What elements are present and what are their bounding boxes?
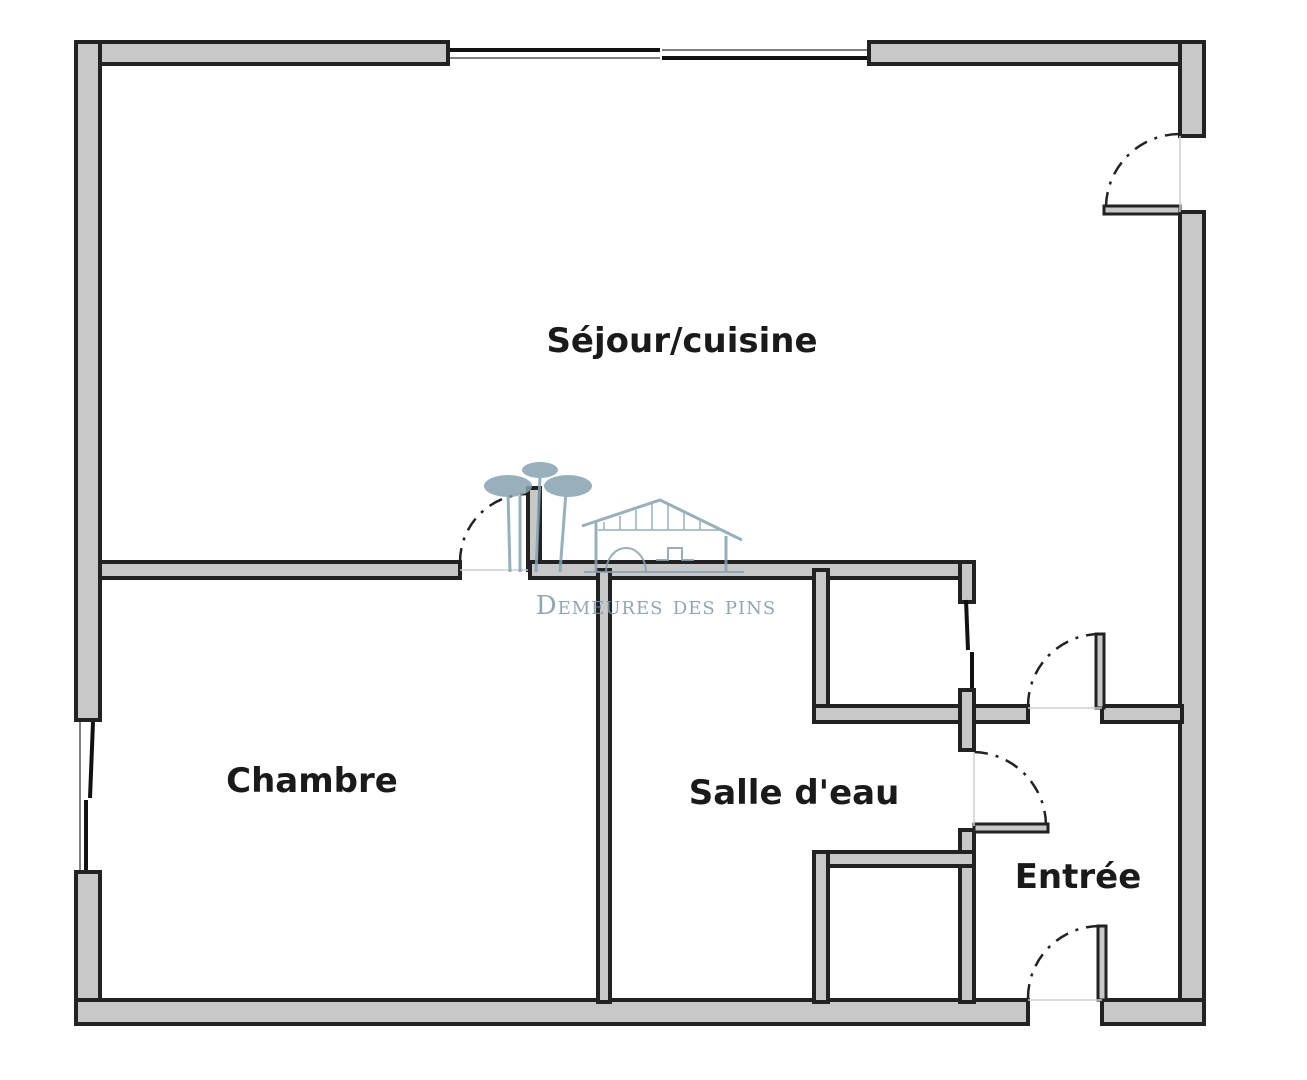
wall-top-right — [867, 40, 1206, 66]
label-chambre: Chambre — [226, 761, 398, 801]
door-leaf-main — [1102, 204, 1182, 216]
wall-chambre-sde — [596, 568, 612, 1004]
watermark-logo: Demeures des pins — [484, 462, 776, 621]
door-leaf-entree — [1094, 632, 1106, 710]
window-left-a — [88, 721, 95, 799]
wall-shower-top — [812, 850, 976, 868]
label-entree: Entrée — [1015, 857, 1142, 897]
wall-placard-bottom — [812, 704, 1030, 724]
wall-right-lower — [1178, 210, 1206, 1026]
wall-right-upper — [1178, 40, 1206, 138]
door-leaf-front — [1096, 924, 1108, 1002]
wall-entree-right-stub — [1100, 704, 1184, 724]
label-salle-deau: Salle d'eau — [689, 773, 900, 813]
wall-left-upper — [74, 40, 102, 722]
label-sejour-cuisine: Séjour/cuisine — [546, 321, 817, 361]
outer-walls — [74, 40, 1206, 1026]
wall-top-left — [74, 40, 450, 66]
door-swing-chambre — [458, 492, 529, 563]
pine-trees-icon — [484, 462, 592, 573]
house-icon — [581, 498, 744, 573]
wall-placard-left — [812, 568, 830, 722]
interior-walls — [98, 486, 1184, 1004]
wall-shower-left — [812, 850, 830, 1004]
door-leaf-sde — [972, 822, 1050, 834]
wall-bottom-right — [1100, 998, 1206, 1026]
wall-placard-right — [958, 560, 976, 604]
door-swing-front — [1026, 924, 1101, 999]
placard-door-a — [964, 599, 970, 651]
windows — [79, 48, 867, 870]
room-labels: Séjour/cuisine Chambre Salle d'eau Entré… — [225, 320, 1143, 899]
door-swing-main — [1104, 132, 1181, 207]
door-swing-sde — [973, 750, 1048, 827]
wall-bottom-left — [74, 998, 1030, 1026]
wall-chambre-top — [98, 560, 462, 580]
watermark-brand: Demeures des pins — [536, 591, 776, 621]
wall-entree-left — [958, 828, 976, 1004]
door-swing-entree — [1026, 632, 1101, 707]
doors — [458, 132, 1182, 1002]
wall-placard-right-low — [958, 688, 976, 752]
